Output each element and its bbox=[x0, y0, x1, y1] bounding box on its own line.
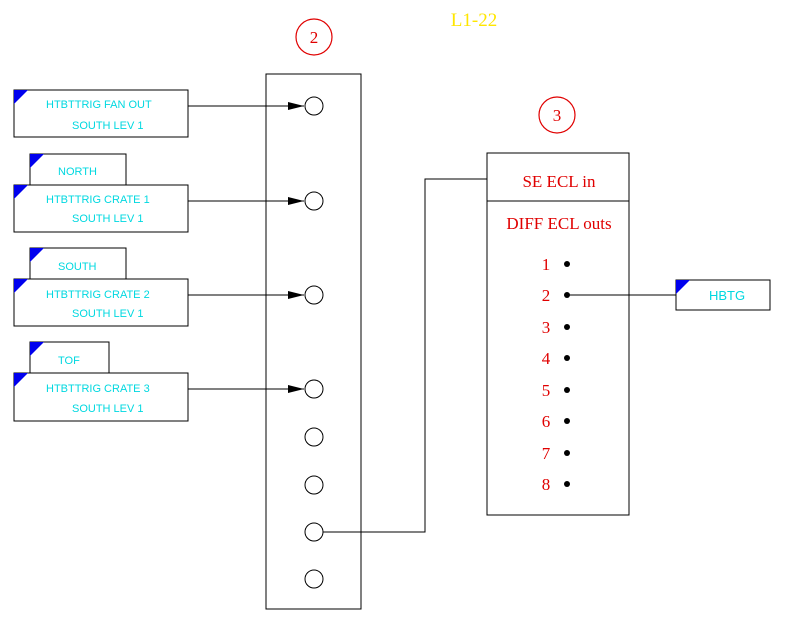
input-tab-label: NORTH bbox=[58, 166, 97, 178]
diagram-title: L1-22 bbox=[451, 10, 497, 31]
output-number: 3 bbox=[542, 318, 551, 337]
input-wires bbox=[188, 102, 304, 393]
output-number: 2 bbox=[542, 286, 551, 305]
converter-header: SE ECL in bbox=[522, 172, 596, 191]
output-pin[interactable] bbox=[564, 355, 570, 361]
input-label-line1: HTBTTRIG CRATE 2 bbox=[46, 289, 150, 301]
corner-flag-icon bbox=[14, 279, 28, 293]
output-number: 6 bbox=[542, 412, 551, 431]
input-label-line1: HTBTTRIG FAN OUT bbox=[46, 99, 152, 111]
converter-badge-label: 3 bbox=[553, 106, 562, 125]
corner-flag-icon bbox=[30, 154, 44, 168]
fanout-port[interactable] bbox=[304, 191, 324, 211]
output-number: 5 bbox=[542, 381, 551, 400]
converter-badge: 3 bbox=[538, 96, 576, 134]
arrow-icon bbox=[288, 197, 304, 205]
arrow-icon bbox=[288, 291, 304, 299]
input-tab bbox=[29, 247, 127, 280]
output-pin[interactable] bbox=[564, 324, 570, 330]
arrow-icon bbox=[288, 385, 304, 393]
output-number: 4 bbox=[542, 349, 551, 368]
corner-flag-icon bbox=[14, 90, 28, 104]
input-tab bbox=[29, 341, 110, 374]
arrow-icon bbox=[288, 102, 304, 110]
input-tab-label: TOF bbox=[58, 355, 80, 367]
fanout-badge: 2 bbox=[295, 18, 333, 56]
fanout-port[interactable] bbox=[304, 96, 324, 116]
corner-flag-icon bbox=[676, 280, 690, 294]
fanout-badge-label: 2 bbox=[310, 28, 319, 47]
output-number: 7 bbox=[542, 444, 551, 463]
fanout-port[interactable] bbox=[304, 379, 324, 399]
output-number: 8 bbox=[542, 475, 551, 494]
fanout-port[interactable] bbox=[304, 285, 324, 305]
output-pin[interactable] bbox=[564, 261, 570, 267]
input-label-line2: SOUTH LEV 1 bbox=[72, 403, 144, 415]
output-pin[interactable] bbox=[564, 387, 570, 393]
fanout-port[interactable] bbox=[304, 475, 324, 495]
corner-flag-icon bbox=[30, 342, 44, 356]
output-pin[interactable] bbox=[564, 481, 570, 487]
input-connector-fanout[interactable]: HTBTTRIG FAN OUT SOUTH LEV 1 bbox=[13, 89, 189, 138]
input-label-line1: HTBTTRIG CRATE 3 bbox=[46, 383, 150, 395]
fanout-to-converter-wire bbox=[323, 178, 487, 533]
input-label-line2: SOUTH LEV 1 bbox=[72, 120, 144, 132]
converter-module: SE ECL in DIFF ECL outs 1 2 3 4 5 6 7 8 bbox=[486, 152, 630, 516]
input-label-line2: SOUTH LEV 1 bbox=[72, 308, 144, 320]
output-connector-hbtg[interactable]: HBTG bbox=[675, 279, 771, 311]
fanout-port[interactable] bbox=[304, 522, 324, 542]
input-label-line1: HTBTTRIG CRATE 1 bbox=[46, 194, 150, 206]
input-connector-crate2[interactable]: SOUTH HTBTTRIG CRATE 2 SOUTH LEV 1 bbox=[13, 247, 189, 327]
input-connector-crate3[interactable]: TOF HTBTTRIG CRATE 3 SOUTH LEV 1 bbox=[13, 341, 189, 422]
output-number: 1 bbox=[542, 255, 551, 274]
corner-flag-icon bbox=[30, 248, 44, 262]
input-tab-label: SOUTH bbox=[58, 261, 97, 273]
fanout-port[interactable] bbox=[304, 569, 324, 589]
output-pin[interactable] bbox=[564, 418, 570, 424]
corner-flag-icon bbox=[14, 185, 28, 199]
fanout-port[interactable] bbox=[304, 427, 324, 447]
fanout-module bbox=[265, 73, 362, 610]
input-connector-crate1[interactable]: NORTH HTBTTRIG CRATE 1 SOUTH LEV 1 bbox=[13, 153, 189, 233]
input-label-line2: SOUTH LEV 1 bbox=[72, 213, 144, 225]
corner-flag-icon bbox=[14, 373, 28, 387]
output-label: HBTG bbox=[709, 288, 745, 303]
converter-subheader: DIFF ECL outs bbox=[506, 214, 611, 233]
output-pin[interactable] bbox=[564, 450, 570, 456]
